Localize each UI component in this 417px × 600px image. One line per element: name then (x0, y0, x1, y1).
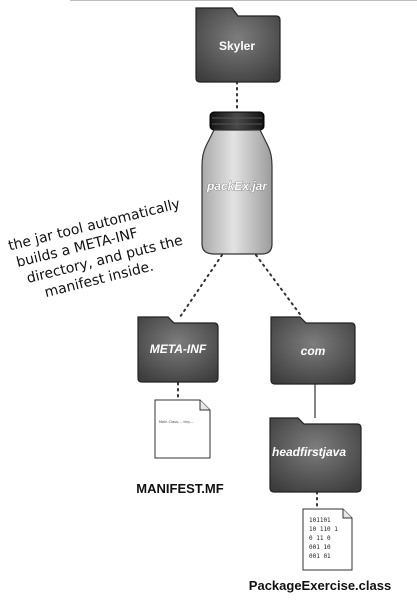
folder-icon (270, 316, 356, 385)
folder-icon (137, 316, 219, 383)
binary-line: 001 01 (309, 553, 331, 560)
jar-packex[interactable]: packEx.jar (201, 111, 273, 255)
manifest-content: Main-Class: ...tiny... (159, 420, 193, 424)
folder-skyler[interactable]: Skyler (195, 7, 281, 83)
folder-icon (269, 417, 362, 493)
binary-line: 0 11 0 (309, 535, 331, 542)
file-manifest[interactable]: Main-Class: ...tiny... MANIFEST.MF (136, 399, 224, 496)
folder-skyler-label: Skyler (219, 39, 255, 53)
connectors (177, 81, 318, 510)
binary-line: 001 10 (309, 544, 331, 551)
file-manifest-label: MANIFEST.MF (136, 481, 223, 496)
binary-content: 101101 10 110 1 0 11 0 001 10 001 01 (309, 517, 338, 560)
binary-line: 101101 (309, 517, 331, 524)
top-divider-line (70, 0, 417, 1)
folder-icon (195, 7, 281, 83)
jar-label: packEx.jar (206, 179, 268, 193)
folder-meta-inf[interactable]: META-INF (137, 316, 219, 383)
binary-line: 10 110 1 (309, 526, 338, 533)
folder-com[interactable]: com (270, 316, 356, 385)
annotation-note: the jar tool automatically builds a META… (7, 196, 185, 301)
jar-icon (201, 111, 273, 255)
folder-meta-inf-label: META-INF (150, 342, 207, 356)
document-icon (154, 399, 211, 459)
document-icon (302, 508, 353, 571)
file-package-exercise[interactable]: 101101 10 110 1 0 11 0 001 10 001 01 Pac… (249, 508, 391, 593)
file-package-exercise-label: PackageExercise.class (249, 578, 391, 593)
folder-headfirstjava[interactable]: headfirstjava (269, 417, 362, 493)
folder-com-label: com (301, 344, 326, 358)
connector-jar-to-meta-inf (179, 254, 223, 318)
folder-headfirstjava-label: headfirstjava (272, 445, 346, 459)
connector-jar-to-com (255, 254, 303, 318)
